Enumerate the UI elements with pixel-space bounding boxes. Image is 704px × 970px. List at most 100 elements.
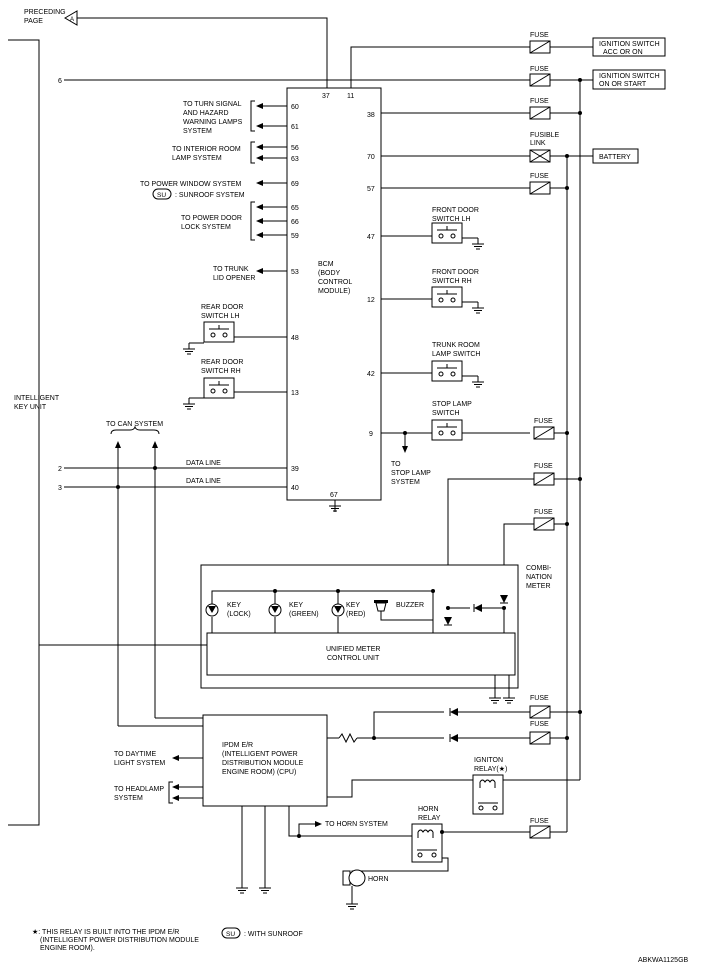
bcm-pin-70: 70 bbox=[367, 154, 375, 161]
unified-meter-label-2: CONTROL UNIT bbox=[327, 655, 380, 662]
ipdm-label-3: DISTRIBUTION MODULE bbox=[222, 760, 304, 767]
trunk-room-label-2: LAMP SWITCH bbox=[432, 351, 481, 358]
battery-box bbox=[592, 148, 639, 164]
ipdm-label: IPDM E/R bbox=[222, 742, 253, 749]
front-door-switch-rh bbox=[431, 286, 463, 308]
key-red-led-icon bbox=[331, 603, 345, 617]
fuse-label-5: FUSE bbox=[534, 418, 553, 425]
interior-lamp-label-2: LAMP SYSTEM bbox=[172, 155, 222, 162]
unified-meter-label: UNIFIED METER bbox=[326, 646, 380, 653]
turn-signal-label-3: WARNING LAMPS bbox=[183, 119, 243, 126]
intelligent-key-unit-box bbox=[8, 39, 40, 826]
can-system-label: TO CAN SYSTEM bbox=[106, 421, 163, 428]
interior-lamp-label: TO INTERIOR ROOM bbox=[172, 146, 241, 153]
horn-label: HORN bbox=[368, 876, 389, 883]
ipdm-label-4: ENGINE ROOM) (CPU) bbox=[222, 769, 296, 776]
combi-meter-label: COMBI- bbox=[526, 565, 552, 572]
fuse-meter-batt bbox=[533, 517, 555, 531]
horn-relay-label: HORN bbox=[418, 806, 439, 813]
turn-signal-label-4: SYSTEM bbox=[183, 128, 212, 135]
ign-on-label-2: ON OR START bbox=[599, 81, 647, 88]
rear-door-rh-label-2: SWITCH RH bbox=[201, 368, 241, 375]
bcm-pin-42: 42 bbox=[367, 371, 375, 378]
turn-signal-label-2: AND HAZARD bbox=[183, 110, 229, 117]
ign-acc-box bbox=[592, 37, 666, 57]
bcm-pin-53: 53 bbox=[291, 269, 299, 276]
stop-lamp-switch bbox=[431, 419, 463, 441]
combi-meter-label-2: NATION bbox=[526, 574, 552, 581]
headlamp-label: TO HEADLAMP bbox=[114, 786, 164, 793]
key-lock-label-2: (LOCK) bbox=[227, 611, 251, 618]
horn-relay-label-2: RELAY bbox=[418, 815, 441, 822]
with-sunroof-label: : WITH SUNROOF bbox=[244, 931, 303, 938]
fuse-label-1: FUSE bbox=[530, 32, 549, 39]
ign-acc-label-2: ACC OR ON bbox=[603, 49, 643, 56]
bcm-pin-39: 39 bbox=[291, 466, 299, 473]
su-badge-footer bbox=[221, 927, 241, 939]
key-green-led-icon bbox=[268, 603, 282, 617]
door-lock-label: TO POWER DOOR bbox=[181, 215, 242, 222]
key-lock-led-icon bbox=[205, 603, 219, 617]
bcm-pin-65: 65 bbox=[291, 205, 299, 212]
front-door-lh-label: FRONT DOOR bbox=[432, 207, 479, 214]
igniton-relay bbox=[472, 774, 504, 815]
bcm-pin-37: 37 bbox=[322, 93, 330, 100]
preceding-label-2: PAGE bbox=[24, 18, 43, 25]
bcm-pin-56: 56 bbox=[291, 145, 299, 152]
bcm-pin-9: 9 bbox=[369, 431, 373, 438]
bcm-pin-60: 60 bbox=[291, 104, 299, 111]
fuse-ipdm-1 bbox=[529, 705, 551, 719]
fuse-label-8: FUSE bbox=[530, 695, 549, 702]
resistor bbox=[338, 732, 358, 744]
ipdm-label-2: (INTELLIGENT POWER bbox=[222, 751, 298, 758]
rear-door-switch-rh bbox=[203, 377, 235, 399]
rear-door-rh-label: REAR DOOR bbox=[201, 359, 243, 366]
fuse-label-9: FUSE bbox=[530, 721, 549, 728]
preceding-label: PRECEDING bbox=[24, 9, 66, 16]
stop-lamp-switch-label-2: SWITCH bbox=[432, 410, 460, 417]
trunk-opener-label-2: LID OPENER bbox=[213, 275, 255, 282]
front-door-rh-label-2: SWITCH RH bbox=[432, 278, 472, 285]
horn-icon bbox=[342, 869, 366, 887]
fuse-label-7: FUSE bbox=[534, 509, 553, 516]
ik-label: INTELLIGENT bbox=[14, 395, 60, 402]
turn-signal-label: TO TURN SIGNAL bbox=[183, 101, 242, 108]
ik-pin-6: 6 bbox=[58, 78, 62, 85]
data-line-1-label: DATA LINE bbox=[186, 460, 221, 467]
fusible-link-label: FUSIBLE bbox=[530, 132, 560, 139]
footnote-2: (INTELLIGENT POWER DISTRIBUTION MODULE bbox=[40, 937, 199, 944]
bcm-pin-48: 48 bbox=[291, 335, 299, 342]
fuse-label-6: FUSE bbox=[534, 463, 553, 470]
bcm-pin-40: 40 bbox=[291, 485, 299, 492]
key-green-label-2: (GREEN) bbox=[289, 611, 319, 618]
bcm-label-4: MODULE) bbox=[318, 288, 350, 295]
daytime-light-label-2: LIGHT SYSTEM bbox=[114, 760, 165, 767]
su-badge bbox=[152, 188, 172, 200]
door-lock-label-2: LOCK SYSTEM bbox=[181, 224, 231, 231]
connector-a-letter: A bbox=[70, 17, 74, 23]
ign-acc-label: IGNITION SWITCH bbox=[599, 41, 660, 48]
bcm-label-2: (BODY bbox=[318, 270, 341, 277]
su-badge-footer-text: SU bbox=[226, 931, 235, 938]
bcm-pin-59: 59 bbox=[291, 233, 299, 240]
bcm-pin-47: 47 bbox=[367, 234, 375, 241]
trunk-room-label: TRUNK ROOM bbox=[432, 342, 480, 349]
su-badge-text: SU bbox=[157, 192, 166, 199]
fuse-38 bbox=[529, 106, 551, 120]
to-stop-lamp-label-3: SYSTEM bbox=[391, 479, 420, 486]
horn-system-label: TO HORN SYSTEM bbox=[325, 821, 388, 828]
footnote: ★: THIS RELAY IS BUILT INTO THE IPDM E/R bbox=[32, 928, 179, 936]
front-door-rh-label: FRONT DOOR bbox=[432, 269, 479, 276]
to-stop-lamp-label: TO bbox=[391, 461, 401, 468]
bcm-pin-38: 38 bbox=[367, 112, 375, 119]
ik-pin-3: 3 bbox=[58, 485, 62, 492]
unified-meter-control-unit bbox=[206, 632, 516, 676]
fuse-label-10: FUSE bbox=[530, 818, 549, 825]
horn-relay bbox=[411, 823, 443, 863]
ipdm-er-box bbox=[202, 714, 328, 807]
daytime-light-label: TO DAYTIME bbox=[114, 751, 156, 758]
igniton-relay-label-2: RELAY(★) bbox=[474, 765, 507, 773]
combi-meter-label-3: METER bbox=[526, 583, 551, 590]
key-green-label: KEY bbox=[289, 602, 303, 609]
front-door-switch-lh bbox=[431, 222, 463, 244]
